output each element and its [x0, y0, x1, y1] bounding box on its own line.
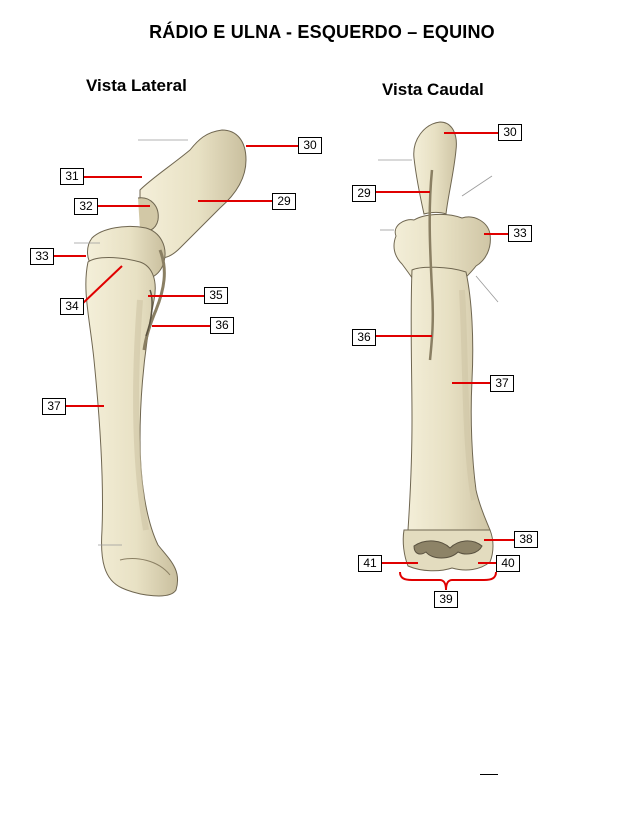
leader-lateral-34: [81, 265, 123, 305]
label-lateral-29: 29: [272, 193, 296, 210]
page-title: RÁDIO E ULNA - ESQUERDO – EQUINO: [149, 22, 495, 42]
label-lateral-30: 30: [298, 137, 322, 154]
brace-39: [399, 571, 497, 591]
lateral-distal-epiphysis: [119, 558, 171, 576]
label-caudal-36: 36: [352, 329, 376, 346]
caudal-articular-surface: [413, 540, 483, 559]
label-lateral-34: 34: [60, 298, 84, 315]
lateral-ulna-shaft: [142, 249, 166, 351]
guide-line: [475, 275, 499, 303]
caudal-ulna-ridge: [428, 169, 435, 361]
guide-line: [461, 175, 493, 197]
label-caudal-41: 41: [358, 555, 382, 572]
label-lateral-31: 31: [60, 168, 84, 185]
lateral-radius-shaft: [85, 257, 178, 597]
caudal-olecranon: [413, 121, 457, 215]
lateral-radius-ulna-illustration: [74, 129, 247, 597]
label-lateral-36: 36: [210, 317, 234, 334]
lateral-interosseous-space: [145, 289, 153, 337]
page-mark: [480, 774, 498, 775]
label-lateral-33: 33: [30, 248, 54, 265]
caudal-shaft-shadow: [459, 289, 477, 501]
label-caudal-33: 33: [508, 225, 532, 242]
label-caudal-38: 38: [514, 531, 538, 548]
caudal-radius-shaft: [407, 266, 491, 531]
lateral-view-title: Vista Lateral: [86, 76, 187, 95]
caudal-radius-ulna-illustration: [378, 121, 499, 572]
label-caudal-39: 39: [434, 591, 458, 608]
label-caudal-30: 30: [498, 124, 522, 141]
label-lateral-32: 32: [74, 198, 98, 215]
label-lateral-37: 37: [42, 398, 66, 415]
lateral-shaft-shadow: [133, 299, 149, 531]
leader-lines: [52, 132, 514, 591]
label-caudal-37: 37: [490, 375, 514, 392]
label-caudal-40: 40: [496, 555, 520, 572]
label-caudal-29: 29: [352, 185, 376, 202]
label-lateral-35: 35: [204, 287, 228, 304]
caudal-view-title: Vista Caudal: [382, 80, 484, 99]
